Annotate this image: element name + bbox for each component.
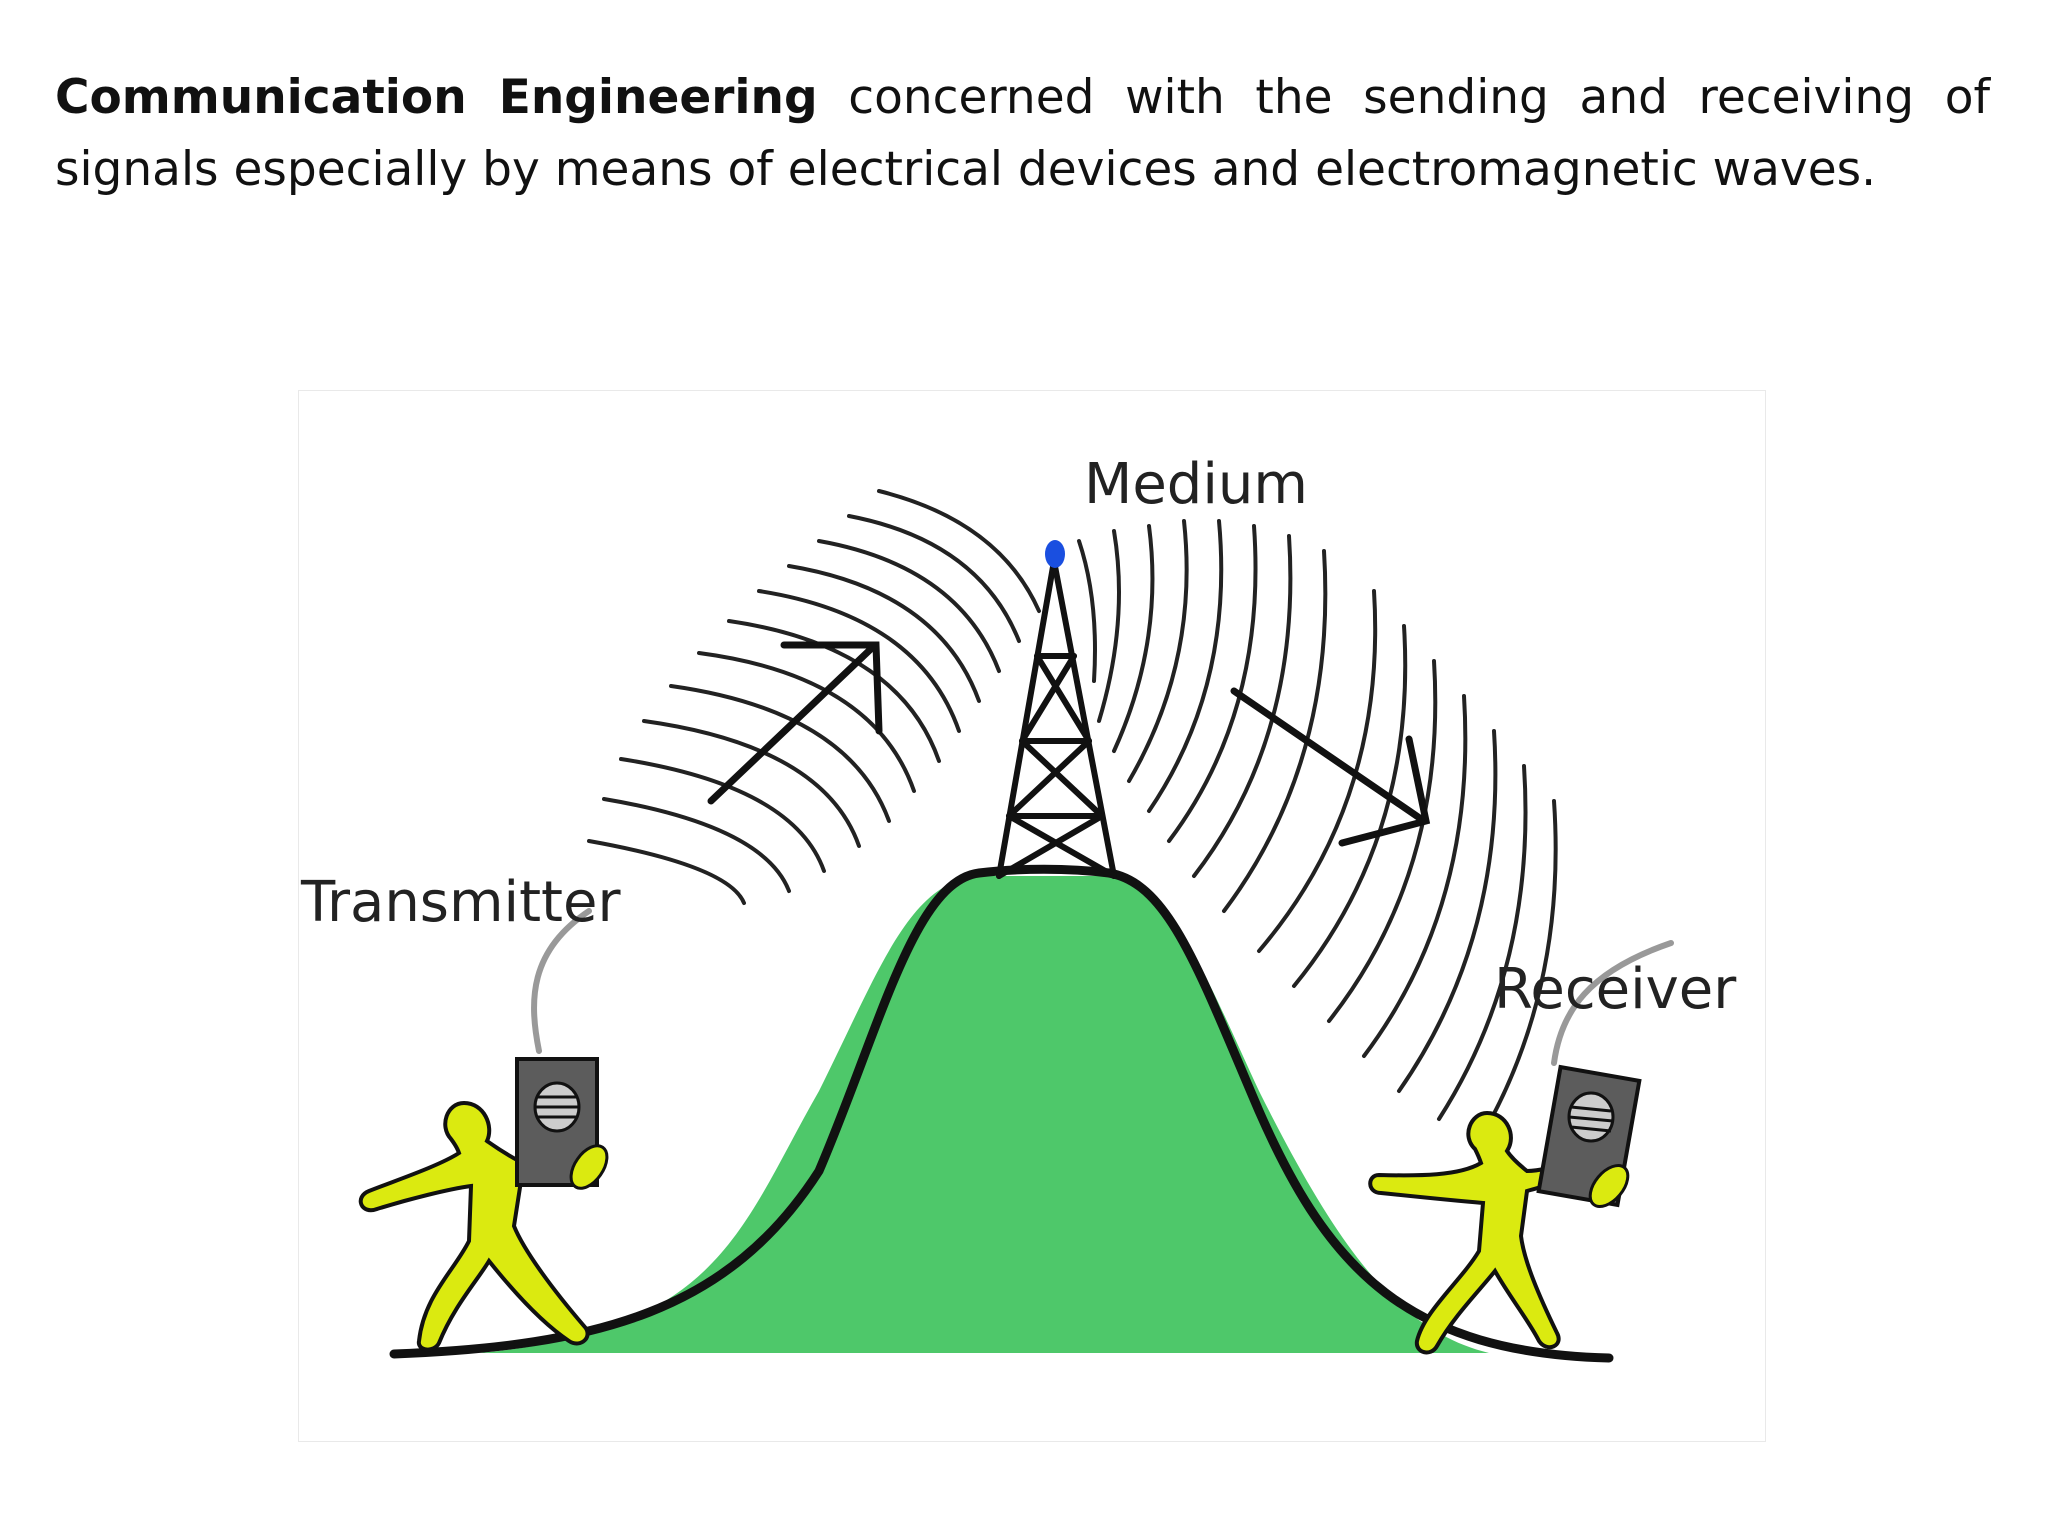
antenna-tip (1045, 540, 1065, 568)
outgoing-signal-arrow (707, 641, 883, 805)
hill (479, 876, 1489, 1353)
left-signal-waves (587, 489, 1041, 905)
incoming-signal-arrow (1230, 687, 1431, 847)
definition-text: concerned with the sending and receiving… (55, 70, 1991, 197)
medium-label: Medium (1084, 452, 1308, 517)
transmitter-radio (515, 908, 609, 1190)
receiver-label: Receiver (1494, 957, 1737, 1022)
receiver-radio (1536, 940, 1674, 1208)
definition-paragraph: Communication Engineering concerned with… (55, 62, 1990, 206)
communication-diagram: Medium Transmitter Receiver (298, 390, 1766, 1442)
diagram-canvas: Medium Transmitter Receiver (300, 452, 1737, 1363)
definition-term: Communication Engineering (55, 70, 818, 125)
transmission-tower (996, 558, 1117, 879)
ground-line (389, 864, 1614, 1363)
transmitter-label: Transmitter (300, 870, 621, 935)
